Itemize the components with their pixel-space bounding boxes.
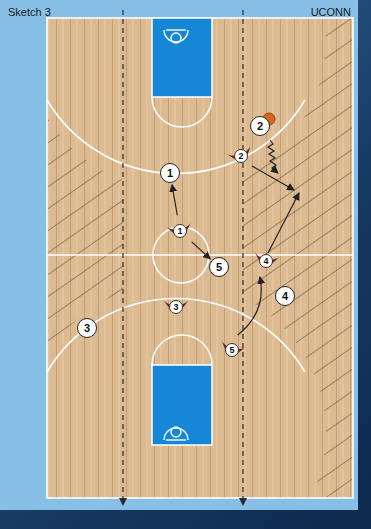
defender-marker: 2 [226,142,256,170]
defender-number-disc: 3 [169,300,183,314]
player-number: 4 [282,290,288,302]
offense-player-circle: 1 [160,163,180,183]
player-number: 5 [229,345,234,355]
offense-player-circle: 3 [77,318,97,338]
defender-number-disc: 5 [225,343,239,357]
movement-arrow [238,277,262,335]
sketch-title: Sketch 3 [8,6,51,18]
player-number: 5 [216,261,222,273]
offense-player-circle: 2 [250,116,270,136]
defender-marker: 1 [165,217,195,245]
defender-marker: 3 [161,293,191,321]
offense-player-circle: 4 [275,286,295,306]
defender-marker: 5 [217,336,247,364]
player-number: 2 [238,151,243,161]
offense-player-circle: 5 [209,257,229,277]
movement-arrow [172,185,177,215]
player-number: 3 [173,302,178,312]
defender-number-disc: 1 [173,224,187,238]
player-number: 1 [177,226,182,236]
movement-arrow [192,242,210,259]
player-number: 2 [257,120,263,132]
player-number: 4 [263,256,268,266]
team-label: UCONN [311,6,351,18]
player-number: 3 [84,322,90,334]
defender-number-disc: 2 [234,149,248,163]
player-number: 1 [167,167,173,179]
defender-number-disc: 4 [259,254,273,268]
defender-marker: 4 [251,247,281,275]
